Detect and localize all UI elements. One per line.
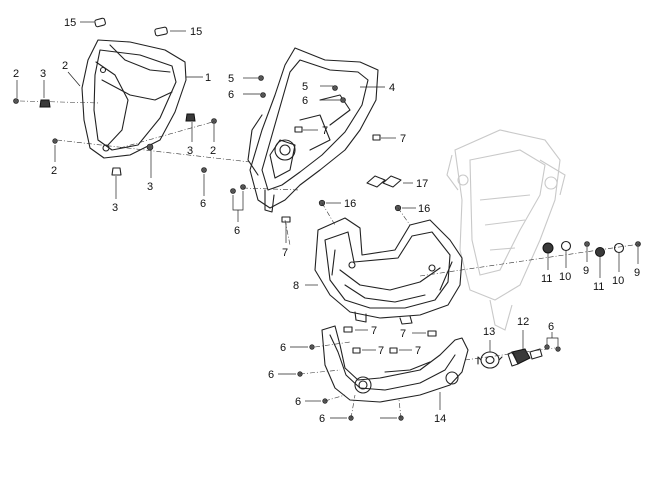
callout-9: 9 (634, 267, 640, 279)
callout-7: 7 (415, 345, 421, 357)
callout-7: 7 (400, 328, 406, 340)
callout-6: 6 (280, 342, 286, 354)
callout-6: 6 (228, 89, 234, 101)
callout-6: 6 (548, 321, 554, 333)
callout-11: 11 (541, 273, 552, 285)
callout-10: 10 (559, 271, 571, 283)
assembly-axes (19, 100, 641, 419)
callout-15: 15 (190, 26, 202, 38)
part-13-bushing (477, 351, 503, 369)
callout-7: 7 (371, 325, 377, 337)
ghost-subframe (446, 129, 566, 331)
callout-labels: 15 15 1 2 2 2 2 3 3 3 3 4 5 5 6 6 6 6 6 … (13, 17, 640, 425)
callout-16: 16 (344, 198, 356, 210)
part-17-clip-pair (366, 175, 402, 188)
callout-6: 6 (319, 413, 325, 425)
callout-2: 2 (13, 68, 19, 80)
callout-6: 6 (295, 396, 301, 408)
part-15-clips (94, 17, 168, 37)
callout-2: 2 (62, 60, 68, 72)
callout-15: 15 (64, 17, 76, 29)
part-12-connector (507, 348, 543, 367)
callout-2: 2 (210, 145, 216, 157)
part-1-front-cowl (81, 39, 187, 159)
callout-3: 3 (187, 145, 193, 157)
callout-1: 1 (205, 72, 211, 84)
part-8-headlight-unit (314, 217, 463, 325)
callout-8: 8 (293, 280, 299, 292)
callout-6: 6 (268, 369, 274, 381)
callout-7: 7 (400, 133, 406, 145)
callout-17: 17 (416, 178, 428, 190)
callout-14: 14 (434, 413, 446, 425)
callout-3: 3 (112, 202, 118, 214)
callout-11: 11 (593, 281, 604, 293)
callout-7: 7 (378, 345, 384, 357)
part-14-lower-bracket (321, 325, 469, 403)
callout-3: 3 (147, 181, 153, 193)
leader-lines (16, 21, 639, 419)
callout-6: 6 (234, 225, 240, 237)
callout-2: 2 (51, 165, 57, 177)
callout-9: 9 (583, 265, 589, 277)
part-4-headlight-bracket (247, 47, 379, 213)
callout-6: 6 (302, 95, 308, 107)
callout-5: 5 (302, 81, 308, 93)
callout-12: 12 (517, 316, 529, 328)
callout-3: 3 (40, 68, 46, 80)
callout-13: 13 (483, 326, 495, 338)
callout-6: 6 (200, 198, 206, 210)
callout-5: 5 (228, 73, 234, 85)
callout-16: 16 (418, 203, 430, 215)
hardware-9-10-11 (542, 240, 641, 257)
callout-4: 4 (389, 82, 395, 94)
callout-10: 10 (612, 275, 624, 287)
callout-7: 7 (322, 125, 328, 137)
callout-7: 7 (282, 247, 288, 259)
